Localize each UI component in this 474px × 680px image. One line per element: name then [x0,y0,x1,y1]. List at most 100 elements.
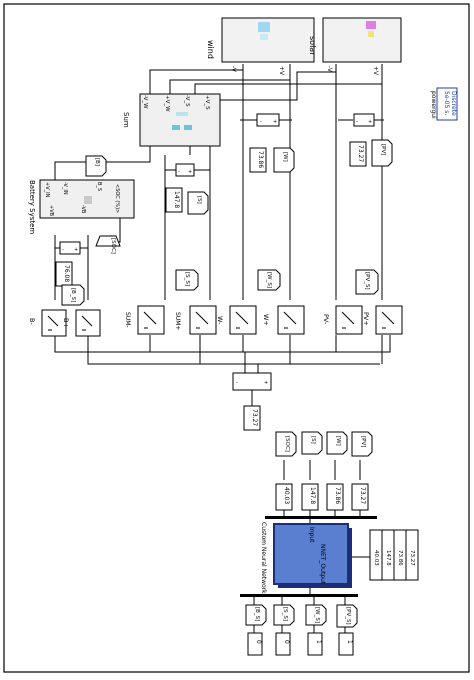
nn-display-s: 147.8 [301,483,319,511]
powergui-step: 5e-05 s. [443,91,450,115]
powergui-block[interactable]: Discrete 5e-05 s. powergui [430,87,458,121]
goto-tag-bs[interactable]: [B_S] [61,284,85,306]
sum-block[interactable]: Sum -V_W +V_W -V_S +V_S [122,93,221,147]
powergui-label: powergui [430,91,437,119]
switch-b-plus[interactable]: B+ [62,309,101,337]
switch-w-minus[interactable]: W- [216,305,257,335]
svg-text:[S]: [S] [196,196,202,204]
from-tag-pv[interactable]: [PV] [371,139,393,167]
nn-from-pv[interactable]: [PV] [351,431,373,457]
svg-text:[B_S]: [B_S] [70,288,76,302]
switch-sum-minus[interactable]: SUM- [124,305,165,335]
svg-text:0: 0 [255,640,262,644]
svg-text:[B_S]: [B_S] [254,607,260,621]
voltage-meters [59,113,375,391]
svg-text:73.27: 73.27 [359,487,366,504]
nn-label: Custom Neural Network [260,522,267,594]
bus-display: 73.27 [243,405,261,431]
svg-text:[SOC]: [SOC] [110,238,116,254]
svg-text:[PV_S]: [PV_S] [345,607,351,625]
svg-text:[S_S]: [S_S] [282,607,288,621]
battery-port-vin-neg: -V_IN [62,182,68,195]
nn-from-s[interactable]: [S] [301,431,323,455]
wind-voltmeter[interactable] [256,113,280,127]
neural-network-block[interactable]: Input NNET_Output Custom Neural Network [260,522,352,594]
wind-port-pos: +V [278,66,285,76]
sum-port-4: +V_S [204,95,210,110]
nn-goto-pvs[interactable]: [PV_S] [336,604,358,628]
svg-text:SUM+: SUM+ [174,312,181,330]
nn-display-pv: 73.27 [351,483,369,511]
solar-port-pos: +V [372,66,379,76]
nn-from-soc[interactable]: [SOC] [275,431,297,457]
svg-text:+: + [264,380,268,386]
svg-text:73.86: 73.86 [334,487,341,504]
bus-voltmeter[interactable] [232,372,272,391]
svg-text:PV-: PV- [322,314,330,325]
switch-b-minus[interactable]: B- [28,309,67,337]
frame [3,3,470,673]
svg-text:1: 1 [346,640,353,644]
nn-output-value-3: 147.8 [385,550,391,566]
svg-text:1: 1 [315,640,322,644]
battery-voltmeter[interactable] [59,241,81,255]
goto-tag-ss[interactable]: [S_S] [175,269,199,291]
svg-text:-: - [236,380,238,386]
nn-out-port: NNET_Output [319,544,326,585]
solar-voltmeter[interactable] [353,113,375,127]
sum-voltmeter[interactable] [175,163,195,177]
solar-label: solar [308,36,317,56]
battery-port-bs: B_S [96,182,102,191]
svg-text:W-: W- [216,316,224,325]
sum-port-3: -V_S [184,95,190,107]
relay-display-1: 0 [247,632,263,656]
from-tag-s[interactable]: [S] [187,191,209,215]
wind-block[interactable]: wind -V +V [206,17,315,76]
svg-text:+: + [273,119,277,125]
svg-text:[SOC]: [SOC] [284,436,290,452]
svg-text:[B]: [B] [94,158,100,166]
svg-text:+: + [74,247,78,253]
goto-tag-pvs[interactable]: [PV_S] [355,269,379,295]
soc-goto-tag[interactable]: [SOC] [95,235,121,254]
nn-goto-ws[interactable]: [W_S] [305,604,327,626]
nn-output-display: 73.27 73.86 147.8 40.03 [369,529,419,581]
switch-pv-minus[interactable]: PV- [322,305,363,335]
from-tag-w[interactable]: [W] [273,147,295,173]
output-demux-bar [240,594,358,597]
svg-text:[PV_S]: [PV_S] [364,272,370,290]
solar-port-neg: -V [326,66,333,73]
switch-pv-plus[interactable]: PV+ [362,305,403,335]
svg-text:PV+: PV+ [362,312,370,326]
switch-w-plus[interactable]: W+ [262,305,305,335]
svg-text:[PV]: [PV] [360,436,366,447]
nn-goto-ss[interactable]: [S_S] [273,604,295,626]
input-mux-bar [265,516,377,519]
goto-tag-ws[interactable]: [W_S] [257,269,281,291]
svg-text:[W_S]: [W_S] [266,272,272,288]
svg-text:76.08: 76.08 [63,265,70,282]
svg-text:147.8: 147.8 [173,191,180,208]
switch-sum-plus[interactable]: SUM+ [174,305,217,335]
wind-display: 73.86 [249,147,267,173]
relay-display-3: 1 [307,632,323,656]
svg-text:-: - [62,247,64,253]
battery-block[interactable]: Battery System +V_IN -V_IN B_S <SOC (%)>… [28,179,135,234]
svg-text:-: - [178,169,180,175]
nn-display-soc: 40.03 [275,483,293,511]
svg-text:-: - [260,119,262,125]
voltmeter-signs: -+ -+ -+ -+ -+ [62,119,372,386]
nn-from-w[interactable]: [W] [326,431,348,455]
nn-output-value-4: 40.03 [373,550,379,566]
battery-port-vin-pos: +V_IN [44,182,50,198]
battery-port-soc: <SOC (%)> [114,184,120,213]
svg-text:+: + [368,119,372,125]
battery-label: Battery System [28,180,36,234]
nn-output-value-2: 73.86 [397,550,403,566]
from-tag-b[interactable]: [B] [85,155,107,177]
svg-text:73.27: 73.27 [357,145,364,162]
battery-display: 76.08 [55,261,73,287]
solar-block[interactable]: solar -V +V [308,17,402,76]
svg-text:0: 0 [283,640,290,644]
nn-goto-bs[interactable]: [B_S] [245,604,267,626]
